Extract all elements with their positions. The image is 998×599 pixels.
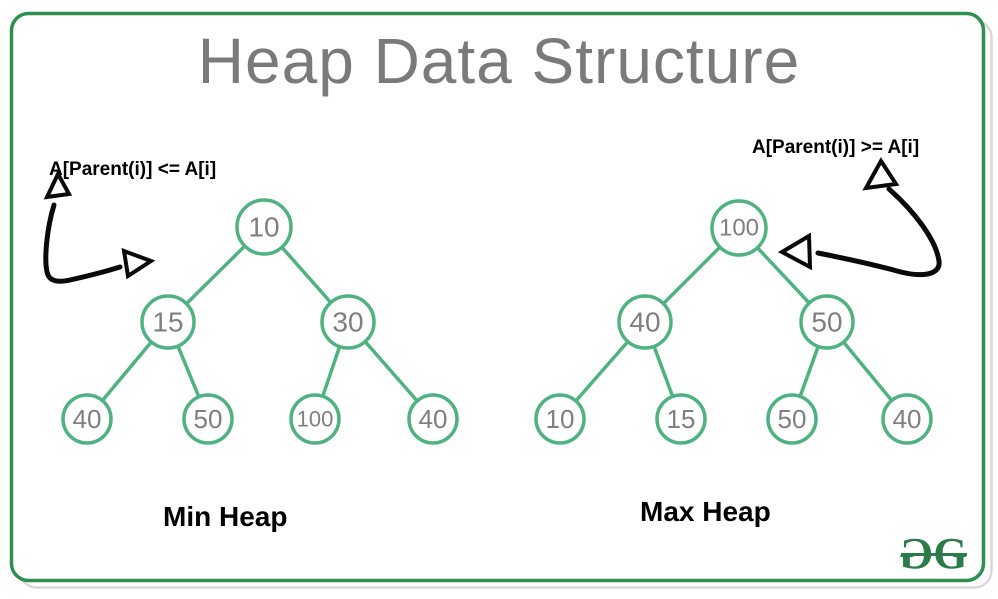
max-node-right-value: 50 xyxy=(811,307,842,338)
frame xyxy=(9,11,993,589)
min-node-root-value: 10 xyxy=(248,212,279,243)
max-node-left-right-value: 15 xyxy=(667,404,696,434)
max-arrow-up-head-icon xyxy=(862,157,900,191)
min-node-right-right-value: 40 xyxy=(419,404,448,434)
min-node-right-right xyxy=(407,393,459,445)
min-node-right-left-value: 100 xyxy=(297,407,334,432)
max-node-right-left xyxy=(766,393,818,445)
min-node-left-right xyxy=(182,393,234,445)
max-node-right xyxy=(799,294,855,350)
min-node-left-left xyxy=(61,393,113,445)
max-arrow-left-head-icon xyxy=(777,232,813,271)
min-heap-annotation-arrow xyxy=(43,169,156,284)
max-heap-annotation-arrow xyxy=(777,157,942,278)
max-heap-label: Max Heap xyxy=(640,496,771,527)
min-heap-tree: 10 15 30 40 50 100 40 xyxy=(61,198,459,445)
min-arrow-right-head-icon xyxy=(121,247,156,280)
min-node-right-value: 30 xyxy=(332,307,363,338)
logo-strikethrough xyxy=(901,553,968,556)
max-node-root xyxy=(710,199,768,257)
max-node-left-right xyxy=(655,393,707,445)
min-heap-label: Min Heap xyxy=(163,501,288,532)
page-title: Heap Data Structure xyxy=(197,25,801,97)
max-arrow-shaft xyxy=(815,186,942,278)
max-node-right-left-value: 50 xyxy=(778,404,807,434)
min-node-left-left-value: 40 xyxy=(73,404,102,434)
frame-border xyxy=(9,11,986,583)
min-arrow-up-head-icon xyxy=(43,169,73,200)
geeksforgeeks-logo: GG xyxy=(901,529,968,578)
max-node-right-right xyxy=(881,393,933,445)
max-heap-tree: 100 40 50 10 15 50 40 xyxy=(534,199,933,445)
min-heap-annotation: A[Parent(i)] <= A[i] xyxy=(49,159,217,180)
max-node-root-value: 100 xyxy=(719,215,759,242)
min-node-right-left xyxy=(289,393,341,445)
max-node-left xyxy=(617,294,673,350)
min-node-left xyxy=(140,294,196,350)
max-heap-annotation: A[Parent(i)] >= A[i] xyxy=(752,137,920,158)
max-node-left-value: 40 xyxy=(629,307,660,338)
min-arrow-shaft xyxy=(43,202,123,284)
min-node-left-value: 15 xyxy=(152,307,183,338)
min-node-root xyxy=(235,198,293,256)
min-node-right xyxy=(320,294,376,350)
max-node-right-right-value: 40 xyxy=(893,404,922,434)
max-node-left-left-value: 10 xyxy=(546,404,575,434)
min-node-left-right-value: 50 xyxy=(194,404,223,434)
max-node-left-left xyxy=(534,393,586,445)
